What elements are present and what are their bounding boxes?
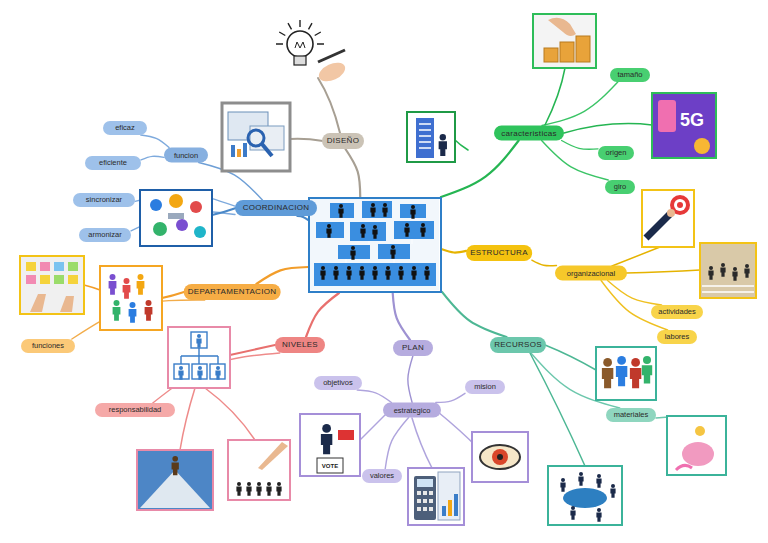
central-image-box xyxy=(308,197,442,293)
topic-text: organizacional xyxy=(567,269,615,277)
topic-pill: actividades xyxy=(651,305,703,319)
sign-text: VOTE xyxy=(322,463,338,469)
branch-pill: ESTRUCTURA xyxy=(466,245,532,261)
topic-pill: labores xyxy=(657,330,697,344)
badge-text: 5G xyxy=(680,111,704,129)
branch-line xyxy=(306,293,339,337)
topic-text: funcion xyxy=(174,151,198,159)
topic-pill: valores xyxy=(362,469,402,483)
topic-pill: materiales xyxy=(606,408,656,422)
leader-lines xyxy=(84,68,700,468)
topic-text: DEPARTAMENTACION xyxy=(188,288,277,296)
topic-text: mision xyxy=(474,383,496,391)
target-picture xyxy=(642,190,694,247)
branch-line xyxy=(357,390,391,403)
topic-pill: sincronizar xyxy=(73,193,135,207)
topic-text: origen xyxy=(606,149,627,157)
summit-picture xyxy=(137,450,213,510)
piggy-bank-picture xyxy=(667,416,726,475)
topic-text: DISEÑO xyxy=(327,137,359,145)
branch-line xyxy=(442,292,507,337)
topic-text: eficaz xyxy=(115,124,135,132)
branch-pill: PLAN xyxy=(393,340,433,356)
branch-line xyxy=(256,267,308,284)
topic-text: responsabilidad xyxy=(109,406,162,414)
topic-text: eficiente xyxy=(99,159,127,167)
branch-line xyxy=(608,281,662,306)
topic-pill: responsabilidad xyxy=(95,403,175,417)
branch-pill: NIVELES xyxy=(275,337,325,353)
org-chart-icon xyxy=(168,327,230,388)
branch-line xyxy=(408,356,413,403)
topic-text: RECURSOS xyxy=(494,341,542,349)
pointing-picture xyxy=(228,440,290,500)
topic-text: objetivos xyxy=(323,379,353,387)
branch-line xyxy=(542,82,618,126)
topic-pill: organizacional xyxy=(555,266,627,281)
calculator-picture xyxy=(408,468,464,525)
topic-text: NIVELES xyxy=(282,341,318,349)
topic-text: estrategico xyxy=(394,406,431,414)
vote-picture xyxy=(300,414,360,476)
topic-pill: funcion xyxy=(164,148,208,163)
topic-pill: origen xyxy=(598,146,634,160)
topic-text: giro xyxy=(614,183,627,191)
topic-text: tamaño xyxy=(617,71,642,79)
topic-text: armonizar xyxy=(88,231,121,239)
branch-pill: DEPARTAMENTACION xyxy=(184,284,281,300)
topic-pill: giro xyxy=(605,180,635,194)
coins-picture xyxy=(533,14,596,68)
topic-text: valores xyxy=(370,472,394,480)
topic-text: PLAN xyxy=(402,344,424,352)
branch-line xyxy=(141,135,169,148)
topic-text: sincronizar xyxy=(86,196,122,204)
branch-pill: DISEÑO xyxy=(322,133,364,149)
branch-pill: RECURSOS xyxy=(490,337,546,353)
topic-pill: tamaño xyxy=(610,68,650,82)
org-illustration xyxy=(310,199,439,290)
branch-line xyxy=(345,149,360,197)
topic-text: COORDINACION xyxy=(243,204,310,212)
sticky-notes-picture xyxy=(20,256,84,314)
branch-line xyxy=(436,393,465,402)
vision-eye-picture xyxy=(472,432,528,482)
branch-line xyxy=(297,216,308,220)
topic-text: materiales xyxy=(614,411,649,419)
runners-picture xyxy=(700,243,756,298)
topic-text: caracteristicas xyxy=(501,129,557,137)
topic-pill: mision xyxy=(465,380,505,394)
lightbulb-sketch xyxy=(276,20,348,85)
staff-picture xyxy=(596,347,656,400)
branch-line xyxy=(442,249,466,252)
topic-pill: funciones xyxy=(21,339,75,353)
topic-text: funciones xyxy=(32,342,64,350)
branch-line xyxy=(385,418,408,470)
topic-pill: eficaz xyxy=(103,121,147,135)
topic-pill: estrategico xyxy=(383,403,441,418)
branch-line xyxy=(532,260,557,266)
people-groups-picture xyxy=(100,266,162,330)
connectors xyxy=(72,82,668,469)
topic-text: actividades xyxy=(658,308,696,316)
topic-pill: armonizar xyxy=(79,228,131,242)
branch-line xyxy=(393,293,410,340)
branch-pill: caracteristicas xyxy=(494,126,564,141)
topic-text: labores xyxy=(665,333,690,341)
network-picture xyxy=(652,93,716,158)
topic-pill: eficiente xyxy=(85,156,141,170)
topic-pill: objetivos xyxy=(314,376,362,390)
design-picture xyxy=(222,103,290,171)
branch-line xyxy=(542,141,609,181)
branch-line xyxy=(141,156,164,160)
branch-line xyxy=(562,141,598,150)
meeting-picture xyxy=(548,466,622,525)
coordination-icons xyxy=(140,190,212,246)
topic-text: ESTRUCTURA xyxy=(470,249,528,257)
branch-pill: COORDINACION xyxy=(235,200,317,216)
building-picture xyxy=(407,112,455,162)
